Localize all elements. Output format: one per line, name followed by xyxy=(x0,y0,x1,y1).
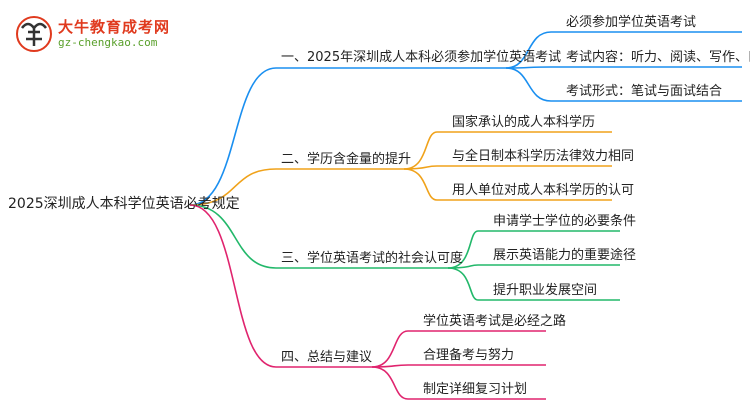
branch-3-item-2: 展示英语能力的重要途径 xyxy=(493,248,637,263)
branch-2-item-3: 用人单位对成人本科学历的认可 xyxy=(452,183,635,198)
branch-1-label: 一、2025年深圳成人本科必须参加学位英语考试 xyxy=(281,50,562,65)
site-logo[interactable]: 大牛教育成考网 gz-chengkao.com xyxy=(10,10,180,56)
branch-2-child-3-curve xyxy=(403,168,438,201)
branch-1-child-1-curve xyxy=(505,31,552,69)
branch-3-child-1-curve xyxy=(447,230,479,269)
branch-2-item-1: 国家承认的成人本科学历 xyxy=(452,115,596,130)
branch-1-item-2: 考试内容：听力、阅读、写作、口语 xyxy=(566,50,750,65)
branch-3-item-1: 申请学士学位的必要条件 xyxy=(493,214,637,229)
branch-4-item-1: 学位英语考试是必经之路 xyxy=(423,314,567,329)
bull-logo-icon xyxy=(16,16,52,52)
branch-2-child-1-curve xyxy=(403,131,438,170)
branch-1-item-1: 必须参加学位英语考试 xyxy=(566,15,697,30)
branch-3-curve xyxy=(189,204,277,269)
root-node-label: 2025深圳成人本科学位英语必考规定 xyxy=(8,196,240,212)
branch-3-child-3-curve xyxy=(447,267,479,301)
branch-2-label: 二、学历含金量的提升 xyxy=(281,152,412,167)
branch-4-item-3: 制定详细复习计划 xyxy=(423,382,528,397)
branch-4-child-1-curve xyxy=(371,330,409,368)
branch-4-child-3-curve xyxy=(371,366,409,400)
branch-4-item-2: 合理备考与努力 xyxy=(423,348,515,363)
branch-4-curve xyxy=(189,204,277,368)
branch-3-label: 三、学位英语考试的社会认可度 xyxy=(281,251,464,266)
logo-url: gz-chengkao.com xyxy=(58,36,158,49)
branch-1-curve xyxy=(189,67,277,206)
branch-1-child-3-curve xyxy=(505,67,552,102)
branch-4-label: 四、总结与建议 xyxy=(281,350,373,365)
logo-name: 大牛教育成考网 xyxy=(58,18,171,36)
branch-3-item-3: 提升职业发展空间 xyxy=(493,283,598,298)
branch-1-item-3: 考试形式：笔试与面试结合 xyxy=(566,84,723,99)
branch-2-curve xyxy=(189,168,277,206)
branch-2-item-2: 与全日制本科学历法律效力相同 xyxy=(452,149,635,164)
